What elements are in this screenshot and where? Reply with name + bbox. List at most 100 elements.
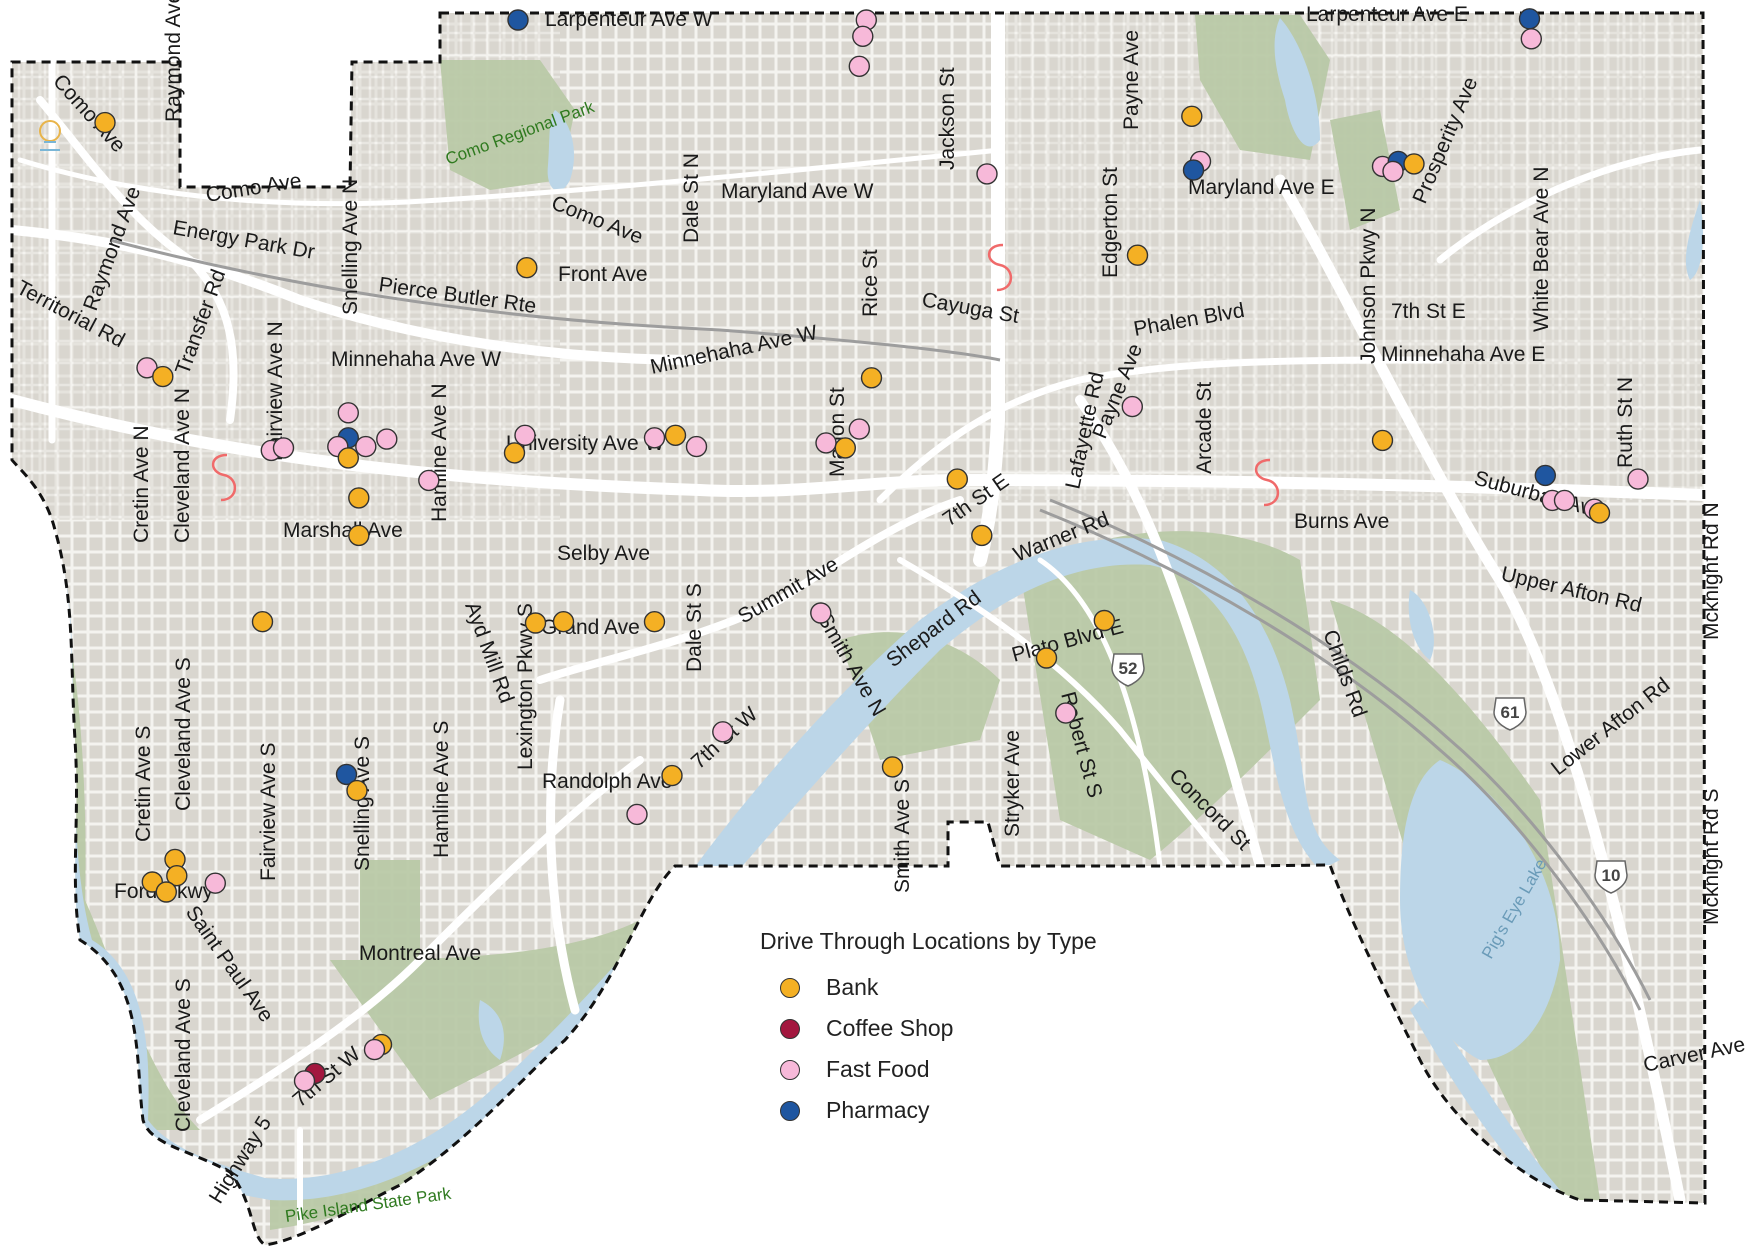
fast-food-marker[interactable] — [514, 424, 536, 446]
pharmacy-marker[interactable] — [507, 9, 529, 31]
legend-label: Bank — [826, 974, 879, 1000]
location-markers — [94, 8, 1649, 1092]
street-label: Minnehaha Ave W — [331, 348, 501, 371]
highway-10-label: 10 — [1602, 866, 1621, 885]
fast-food-marker[interactable] — [852, 25, 874, 47]
pharmacy-marker[interactable] — [1518, 8, 1541, 30]
street-label: Fairview Ave N — [264, 321, 287, 461]
pharmacy-marker[interactable] — [1534, 464, 1557, 487]
street-label: Cleveland Ave S — [172, 978, 195, 1132]
street-label: Maryland Ave E — [1188, 176, 1335, 199]
street-label: Minnehaha Ave E — [1381, 343, 1545, 366]
street-label: Rice St — [859, 249, 882, 317]
pharmacy-marker[interactable] — [335, 763, 358, 786]
street-label: Hamline Ave S — [430, 721, 453, 858]
bank-marker[interactable] — [166, 865, 188, 887]
street-label: Payne Ave — [1120, 30, 1143, 130]
rail-lines — [109, 238, 1652, 1011]
como-zoo-icon — [39, 120, 61, 151]
bank-marker[interactable] — [337, 447, 359, 469]
fast-food-marker[interactable] — [272, 437, 295, 459]
highway-shield-52: 52 — [1111, 653, 1145, 687]
interchange-markers — [211, 243, 1280, 507]
bank-marker[interactable] — [643, 611, 666, 633]
fast-food-marker[interactable] — [1121, 395, 1144, 418]
fast-food-marker[interactable] — [1627, 468, 1649, 490]
bank-marker[interactable] — [152, 365, 174, 388]
street-label: Raymond Ave — [162, 0, 185, 122]
street-label: Mcknight Rd N — [1700, 502, 1723, 640]
bank-marker[interactable] — [1035, 647, 1058, 669]
bank-marker[interactable] — [661, 764, 683, 787]
fast-food-marker[interactable] — [363, 1038, 386, 1061]
fast-food-marker[interactable] — [712, 721, 734, 743]
street-label: Montreal Ave — [359, 942, 481, 965]
street-label: Mcknight Rd S — [1700, 788, 1723, 925]
bank-marker-icon — [780, 977, 800, 998]
bank-marker[interactable] — [1126, 244, 1149, 266]
highway-shield-10: 10 — [1594, 860, 1628, 894]
fast-food-marker[interactable] — [810, 602, 832, 624]
bank-marker[interactable] — [155, 881, 178, 903]
fast-food-marker[interactable] — [685, 435, 708, 458]
bank-marker[interactable] — [834, 437, 856, 459]
street-label: Marshall Ave — [283, 519, 403, 542]
fast-food-marker[interactable] — [1553, 489, 1576, 512]
street-label: White Bear Ave N — [1530, 167, 1553, 332]
fast-food-marker[interactable] — [376, 428, 398, 450]
fast-food-marker[interactable] — [643, 427, 666, 449]
fast-food-marker[interactable] — [418, 469, 440, 492]
highway-shield-61: 61 — [1493, 697, 1527, 731]
street-label: Johnson Pkwy N — [1357, 208, 1380, 364]
bank-marker[interactable] — [503, 442, 526, 464]
bank-marker[interactable] — [1403, 153, 1425, 175]
bank-marker[interactable] — [251, 611, 274, 633]
street-label: Maryland Ave W — [721, 180, 874, 203]
highway-61-label: 61 — [1501, 703, 1520, 722]
fast-food-marker[interactable] — [626, 803, 648, 826]
bank-marker[interactable] — [346, 779, 368, 802]
fast-food-marker[interactable] — [976, 163, 998, 185]
street-label: Larpenteur Ave W — [545, 8, 713, 31]
fast-food-marker[interactable] — [1382, 160, 1404, 183]
bank-marker[interactable] — [552, 611, 575, 633]
legend-item-coffee-shop: Coffee Shop — [780, 1008, 1180, 1049]
fast-food-marker[interactable] — [293, 1070, 316, 1092]
bank-marker[interactable] — [348, 487, 370, 509]
highway-52-label: 52 — [1119, 659, 1138, 678]
street-label: Cretin Ave S — [132, 726, 155, 842]
bank-marker[interactable] — [94, 111, 116, 134]
bank-marker[interactable] — [1181, 105, 1203, 128]
bank-marker[interactable] — [881, 756, 904, 778]
coffee-shop-marker-icon — [780, 1018, 800, 1039]
bank-marker[interactable] — [1588, 502, 1611, 524]
fast-food-marker[interactable] — [204, 872, 227, 894]
pharmacy-marker[interactable] — [1182, 159, 1205, 181]
fast-food-marker[interactable] — [1520, 28, 1543, 50]
fast-food-marker[interactable] — [1055, 702, 1077, 724]
street-label: Cleveland Ave S — [172, 657, 195, 811]
fast-food-marker[interactable] — [815, 432, 837, 454]
street-label: Hamline Ave N — [428, 383, 451, 522]
bank-marker[interactable] — [524, 612, 547, 634]
bank-marker[interactable] — [946, 468, 968, 490]
bank-marker[interactable] — [971, 524, 993, 547]
legend: Drive Through Locations by Type Bank Cof… — [760, 928, 1180, 1131]
bank-marker[interactable] — [348, 524, 370, 547]
legend-label: Pharmacy — [826, 1097, 930, 1123]
street-label: Dale St S — [683, 583, 706, 672]
fast-food-marker[interactable] — [337, 402, 359, 424]
street-label: Edgerton St — [1099, 167, 1122, 278]
bank-marker[interactable] — [516, 257, 538, 279]
legend-item-bank: Bank — [780, 967, 1180, 1008]
bank-marker[interactable] — [664, 424, 687, 446]
bank-marker[interactable] — [1093, 609, 1116, 632]
street-label: Arcade St — [1193, 382, 1216, 474]
street-label: Marion St — [826, 387, 849, 477]
fast-food-marker[interactable] — [848, 55, 870, 78]
bank-marker[interactable] — [860, 367, 883, 389]
fast-food-marker[interactable] — [355, 435, 377, 458]
bank-marker[interactable] — [1371, 429, 1394, 452]
fast-food-marker[interactable] — [848, 418, 870, 440]
